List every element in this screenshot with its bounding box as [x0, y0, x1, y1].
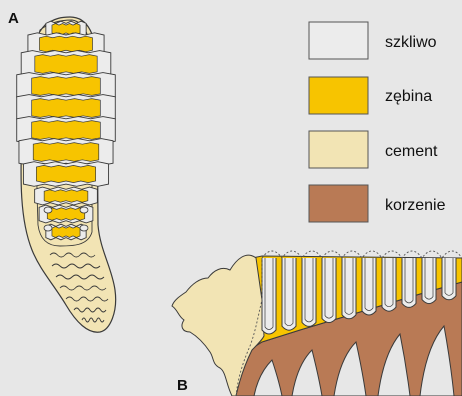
dentine-core [39, 36, 92, 52]
enamel-islet [44, 207, 52, 213]
enamel-fold-inner [425, 258, 433, 299]
enamel-fold-inner [265, 258, 273, 330]
legend-label-cement: cement [385, 143, 438, 160]
panel-a-tooth [17, 17, 116, 332]
dentine-core [32, 77, 101, 96]
legend-swatch-cement [309, 131, 368, 168]
enamel-islet [80, 207, 88, 213]
enamel-fold-inner [385, 258, 393, 307]
dentine-core [52, 227, 80, 238]
enamel-fold-inner [345, 258, 353, 314]
enamel-fold-inner [365, 258, 373, 311]
legend-swatch-korzenie [309, 185, 368, 222]
panel-b-label: B [177, 377, 188, 394]
legend: szkliwo zębina cement korzenie [309, 22, 446, 222]
dentine-core [33, 143, 99, 162]
panel-b-tooth [172, 251, 462, 396]
dentine-core [35, 55, 97, 74]
enamel-fold-inner [325, 258, 333, 318]
dentine-core [44, 190, 88, 202]
legend-label-korzenie: korzenie [385, 197, 446, 214]
enamel-islet [80, 225, 88, 231]
legend-label-zebina: zębina [385, 88, 432, 105]
enamel-fold-inner [405, 258, 413, 303]
enamel-fold-inner [305, 258, 313, 322]
legend-swatch-szkliwo [309, 22, 368, 59]
enamel-fold-inner [445, 258, 453, 295]
legend-label-szkliwo: szkliwo [385, 34, 437, 51]
dentine-core [32, 99, 101, 118]
enamel-islet [44, 225, 52, 231]
dentine-core [32, 121, 101, 140]
dentine-core [47, 208, 84, 220]
legend-swatch-zebina [309, 77, 368, 114]
dentine-core [36, 165, 95, 182]
enamel-fold-inner [285, 258, 293, 326]
panel-a-label: A [8, 10, 19, 27]
